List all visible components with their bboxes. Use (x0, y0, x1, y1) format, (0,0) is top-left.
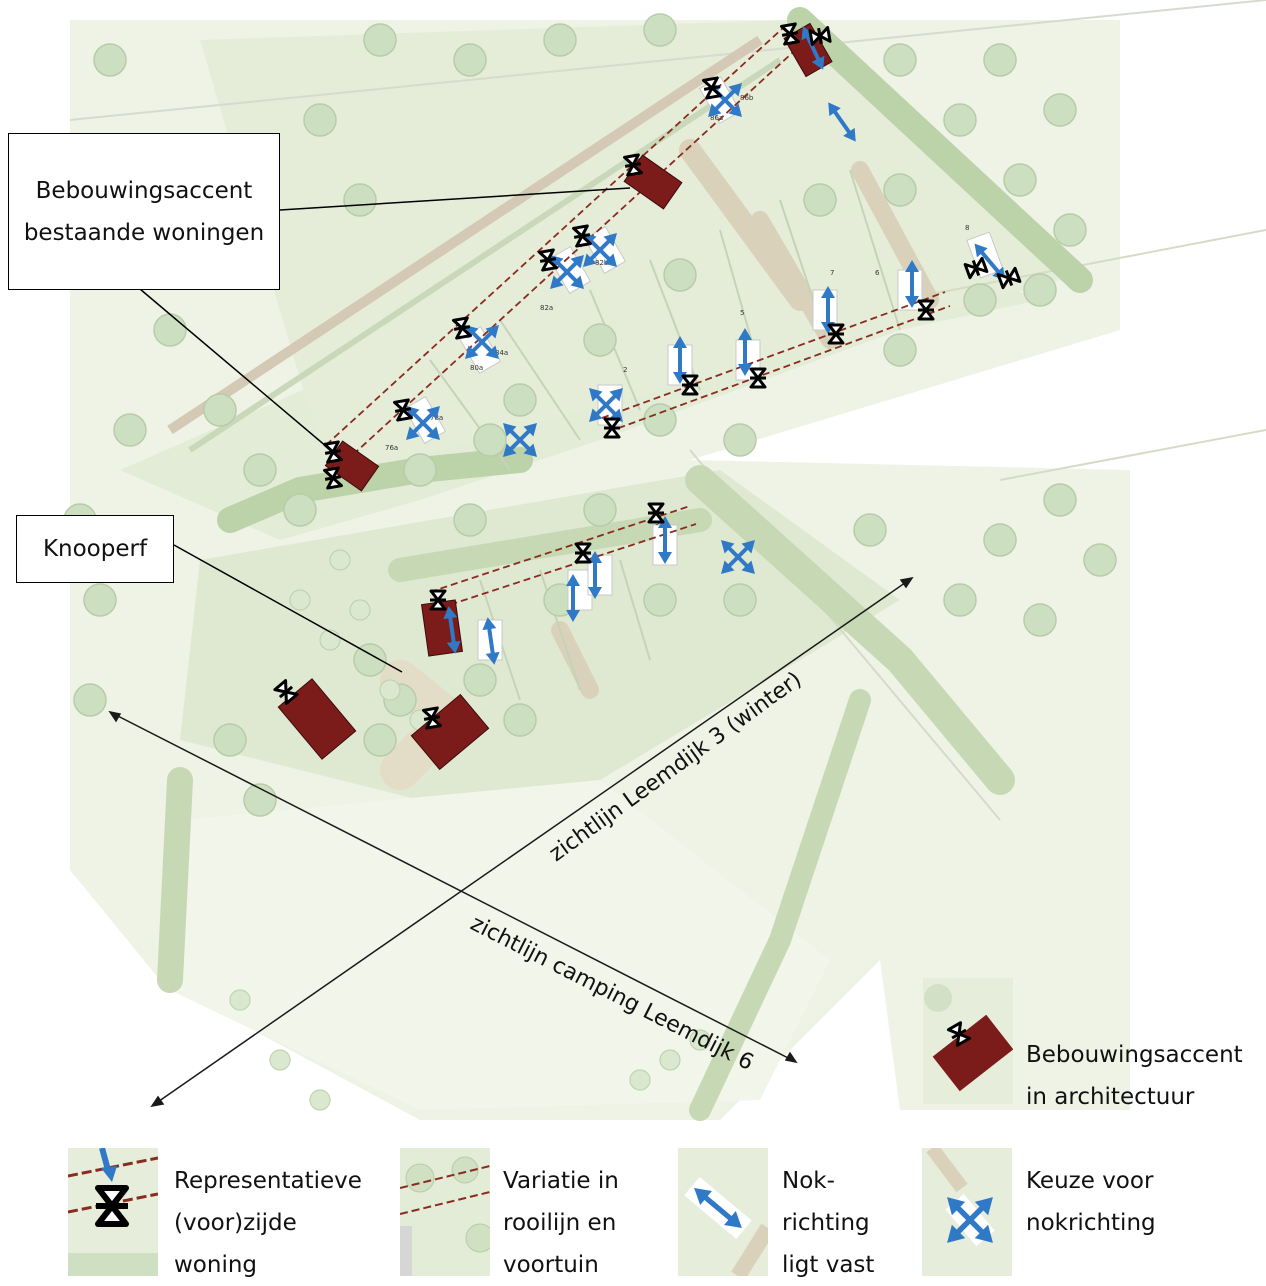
facade-bowtie-icon (748, 367, 768, 389)
plot-number: 86a (710, 114, 723, 122)
sightlines (108, 576, 914, 1108)
plot-number: 7 (830, 269, 834, 277)
legend-front-label: Representatieve (voor)zijde woning (174, 1168, 362, 1278)
legend-ridge-fixed-swatch (678, 1148, 768, 1276)
callout-existing-accent-text: Bebouwingsaccent bestaande woningen (23, 177, 265, 246)
legend-accent-swatch (923, 978, 1013, 1104)
facade-bowtie-icon (646, 502, 666, 524)
plot-number: 82a (540, 304, 553, 312)
plot-number: 80a (470, 364, 483, 372)
callout-knooperf-text: Knooperf (42, 536, 148, 562)
legend-ridge-choice-label: Keuze voor nokrichting (1026, 1168, 1156, 1236)
plot-number: 6 (875, 269, 880, 277)
facade-bowtie-icon (428, 589, 448, 611)
plot-number: 76a (385, 444, 398, 452)
plot-number: 5 (740, 309, 744, 317)
legend-variation-swatch (400, 1148, 490, 1276)
accent-building (410, 693, 490, 771)
rooilijn-lines (325, 27, 951, 609)
facade-bowtie-icon (573, 542, 593, 564)
facade-bowtie-icon (826, 323, 846, 345)
plot-number: 86b (740, 94, 754, 102)
plot-number: 8 (965, 224, 969, 232)
facade-bowtie-icon (916, 299, 936, 321)
legend-accent-label: Bebouwingsaccent in architectuur (1026, 1042, 1243, 1110)
callout-existing-accent: Bebouwingsaccent bestaande woningen (8, 133, 280, 290)
facade-bowtie-icon (602, 417, 622, 439)
legend-ridge-choice-swatch (922, 1148, 1012, 1276)
callout-leaders (139, 187, 631, 673)
legend-front-swatch (68, 1148, 158, 1276)
plot-number: 84a (495, 349, 508, 357)
facade-bowtie-icon (680, 374, 700, 396)
plot-number: 82b (595, 259, 609, 267)
legend-ridge-fixed-label: Nok-richting ligt vast (782, 1168, 875, 1278)
callout-knooperf: Knooperf (16, 515, 174, 583)
plot-number: 2 (623, 366, 627, 374)
landscape-base (69, 0, 1266, 1121)
legend-variation-label: Variatie in rooilijn en voortuin (503, 1168, 619, 1278)
